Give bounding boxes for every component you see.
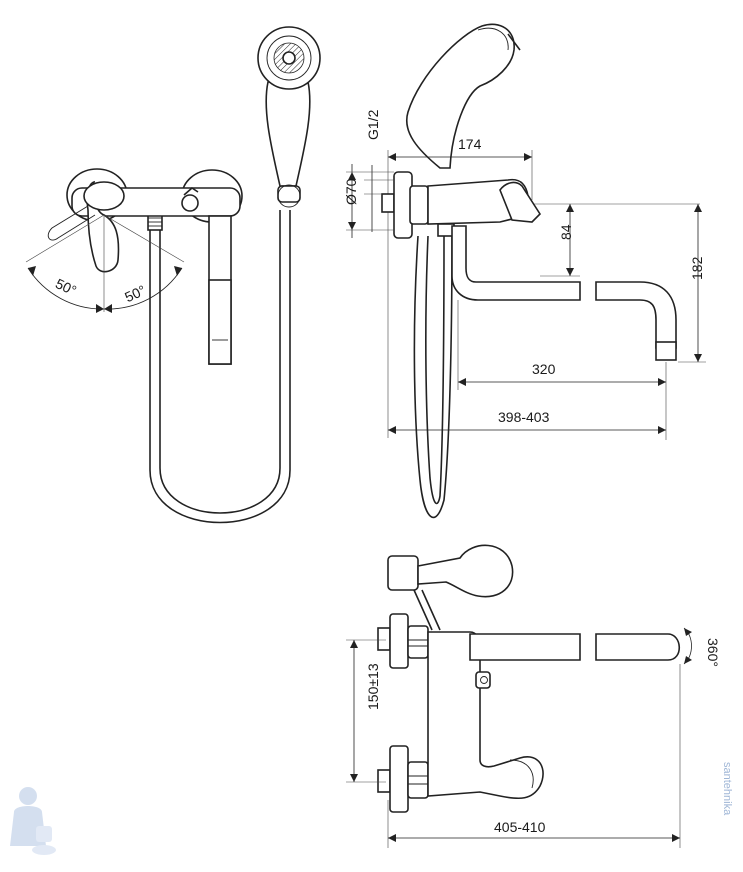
side-spout: [451, 225, 581, 301]
side-hose: [413, 235, 453, 519]
top-spout: [469, 633, 581, 661]
angle-arc-left: [27, 267, 105, 310]
top-view: 360° 150±13 405-410: [346, 544, 721, 848]
height-handle-label: 84: [558, 224, 574, 240]
front-view: 50° 50°: [25, 26, 321, 524]
hand-shower-top: [417, 544, 514, 598]
spout-reach-label: 320: [532, 361, 556, 377]
total-reach-label: 398-403: [498, 409, 550, 425]
diameter-label: Ø70: [343, 178, 359, 205]
watermark: santehnika: [10, 762, 733, 855]
bottom-reach-label: 405-410: [494, 819, 546, 835]
center-spacing-label: 150±13: [365, 663, 381, 710]
watermark-text: santehnika: [721, 762, 733, 816]
rotation-label: 360°: [705, 638, 721, 667]
hand-shower-side: [405, 23, 515, 169]
side-view: G1/2 Ø70 174 84 182 320: [343, 23, 706, 519]
hand-shower-front: [257, 26, 321, 208]
angle-arc-right: [103, 267, 183, 310]
plumber-logo: [10, 787, 56, 855]
angle-right-label: 50°: [122, 282, 148, 305]
thread-label: G1/2: [365, 109, 381, 140]
shower-hose: [149, 210, 291, 524]
width-top-label: 174: [458, 136, 482, 152]
height-total-label: 182: [689, 256, 705, 280]
angle-left-label: 50°: [53, 275, 79, 298]
